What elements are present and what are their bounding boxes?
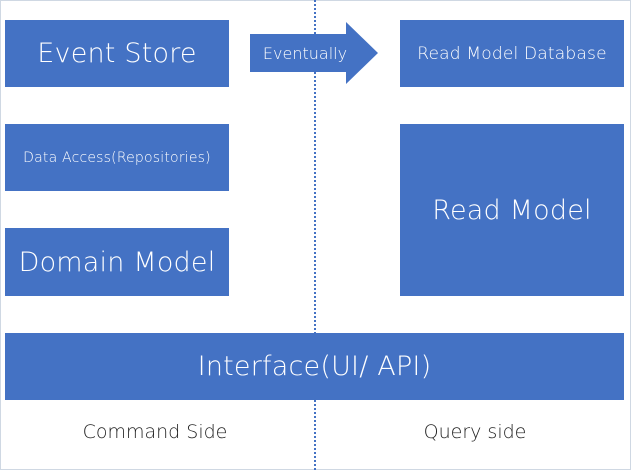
- query-side-label: Query side: [423, 421, 527, 443]
- read-model-label: Read Model: [432, 194, 592, 226]
- read-model-box: Read Model: [400, 124, 624, 296]
- domain-model-box: Domain Model: [5, 228, 229, 296]
- event-store-label: Event Store: [37, 38, 197, 69]
- data-access-label: Data Access(Repositories): [23, 149, 211, 166]
- command-side-label: Command Side: [82, 421, 228, 443]
- eventually-label: Eventually: [262, 43, 348, 63]
- data-access-box: Data Access(Repositories): [5, 124, 229, 191]
- interface-label: Interface(UI/ API): [197, 351, 432, 382]
- event-store-box: Event Store: [5, 20, 229, 87]
- read-model-database-box: Read Model Database: [400, 20, 624, 87]
- command-query-divider: [314, 0, 316, 470]
- arrow-right-icon: [250, 22, 378, 84]
- read-model-database-label: Read Model Database: [417, 43, 607, 64]
- interface-box: Interface(UI/ API): [5, 333, 624, 400]
- eventually-arrow: Eventually: [250, 22, 380, 84]
- domain-model-label: Domain Model: [18, 246, 216, 278]
